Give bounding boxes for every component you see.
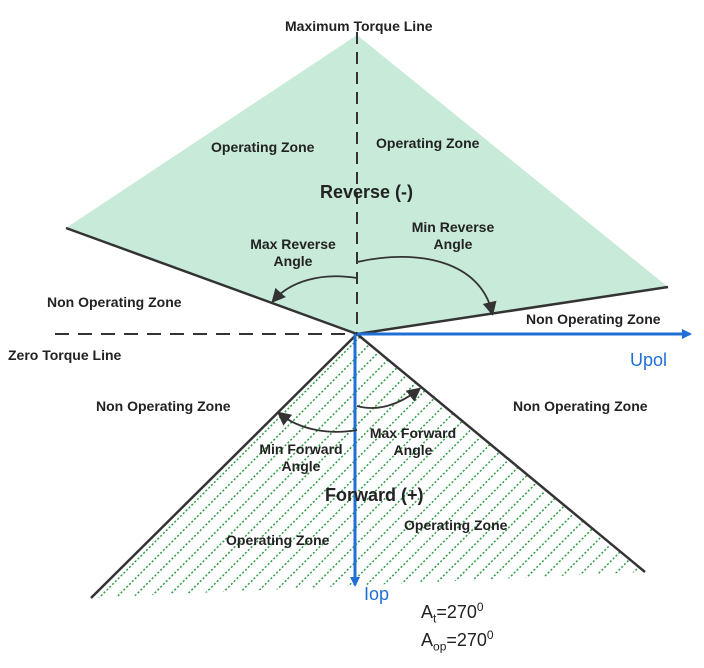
- max-reverse-angle-label: Max Reverse Angle: [240, 236, 346, 270]
- min-forward-angle-label: Min Forward Angle: [248, 441, 354, 475]
- min-reverse-angle-line1: Min Reverse: [411, 219, 495, 235]
- forward-left-boundary: [90, 333, 358, 599]
- forward-operating-zone: [91, 334, 645, 598]
- reverse-right-boundary: [356, 285, 669, 336]
- min-reverse-angle-arc: [356, 256, 497, 316]
- max-reverse-angle-line2: Angle: [273, 253, 313, 269]
- min-forward-angle-line2: Angle: [281, 458, 321, 474]
- operating-zone-forward-left: Operating Zone: [226, 532, 330, 548]
- aop-base: A: [421, 630, 434, 650]
- reverse-left-boundary: [65, 226, 358, 336]
- at-sub: t: [433, 611, 437, 626]
- aop-sup: 0: [486, 628, 494, 642]
- forward-direction-label: Forward (+): [325, 485, 424, 505]
- max-reverse-angle-line1: Max Reverse: [250, 236, 336, 252]
- operating-zone-forward-right: Operating Zone: [404, 517, 508, 533]
- non-operating-zone-left-lower: Non Operating Zone: [96, 398, 231, 414]
- reverse-operating-zone: [66, 35, 668, 334]
- max-forward-angle-label: Max Forward Angle: [360, 425, 466, 459]
- max-forward-angle-line1: Max Forward: [369, 425, 457, 441]
- min-forward-angle-line1: Min Forward: [259, 441, 343, 457]
- min-reverse-angle-line2: Angle: [433, 236, 473, 252]
- aop-value: =270: [446, 630, 487, 650]
- non-operating-zone-right-lower: Non Operating Zone: [513, 398, 648, 414]
- aop-formula: Aop=2700: [421, 628, 494, 654]
- operating-zone-reverse-right: Operating Zone: [376, 135, 480, 151]
- max-reverse-angle-arc: [271, 275, 358, 303]
- non-operating-zone-left-upper: Non Operating Zone: [47, 294, 182, 310]
- upol-axis-label: Upol: [630, 350, 668, 370]
- non-operating-zone-right-upper: Non Operating Zone: [526, 311, 661, 327]
- max-forward-angle-line2: Angle: [393, 442, 433, 458]
- at-base: A: [421, 602, 434, 622]
- at-value: =270: [436, 602, 477, 622]
- max-forward-angle-arc: [356, 387, 422, 409]
- iop-axis-label: Iop: [364, 584, 390, 604]
- zero-torque-line-label: Zero Torque Line: [8, 347, 122, 363]
- at-formula: At=2700: [421, 600, 484, 626]
- at-sup: 0: [476, 600, 484, 614]
- operating-zone-reverse-left: Operating Zone: [211, 139, 315, 155]
- aop-sub: op: [433, 639, 447, 654]
- reverse-direction-label: Reverse (-): [320, 182, 414, 202]
- min-forward-angle-arc: [276, 411, 358, 433]
- min-reverse-angle-label: Min Reverse Angle: [402, 219, 504, 253]
- maximum-torque-line-label: Maximum Torque Line: [285, 18, 433, 34]
- forward-right-boundary: [356, 333, 646, 573]
